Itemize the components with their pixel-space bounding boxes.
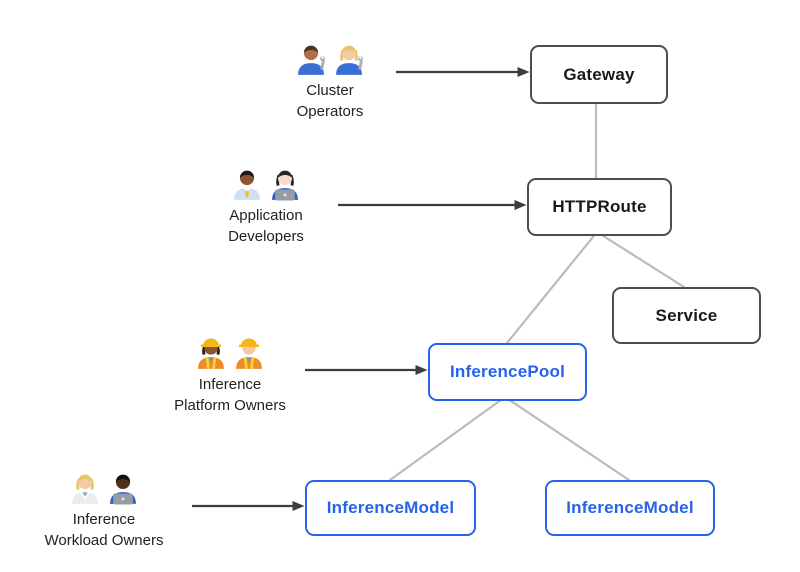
persona-label-line2: Workload Owners <box>44 532 164 549</box>
edge-httproute-inferencepool <box>505 230 599 345</box>
resource-box-inferencepool: InferencePool <box>428 343 587 401</box>
man-construction-worker-icon <box>236 338 262 369</box>
woman-mechanic-icon <box>336 45 363 75</box>
persona-label: Inference Platform Owners <box>174 374 286 416</box>
persona-label-line1: Inference <box>198 376 262 393</box>
persona-icons <box>293 40 367 76</box>
woman-scientist-icon <box>72 474 98 504</box>
resource-label-inferencemodel-left: InferenceModel <box>326 498 455 517</box>
resource-label-service: Service <box>655 305 718 325</box>
persona-label: Application Developers <box>228 205 304 247</box>
woman-technologist-icon <box>272 170 298 201</box>
persona-icons <box>67 469 141 505</box>
edge-inferencepool-inferencemodel-right <box>503 395 631 482</box>
actor-arrows <box>192 67 530 511</box>
resource-edges <box>388 98 686 482</box>
resource-label-gateway: Gateway <box>563 64 635 84</box>
persona-label-line1: Inference <box>72 511 136 528</box>
man-mechanic-icon <box>298 45 325 75</box>
resource-box-httproute: HTTPRoute <box>527 178 672 236</box>
persona-label-line2: Developers <box>228 228 304 245</box>
resource-label-inferencepool: InferencePool <box>449 362 566 381</box>
persona-inference-workload-owners: Inference Workload Owners <box>19 469 189 551</box>
persona-label-line2: Operators <box>296 103 364 120</box>
edge-inferencepool-inferencemodel-left <box>388 395 507 482</box>
resource-box-inferencemodel-left: InferenceModel <box>305 480 476 536</box>
persona-label-line1: Cluster <box>306 82 354 99</box>
resource-label-inferencemodel-right: InferenceModel <box>566 498 694 517</box>
woman-construction-worker-icon <box>198 338 224 369</box>
persona-label: Inference Workload Owners <box>45 509 164 551</box>
persona-icons <box>229 165 303 201</box>
edge-httproute-service <box>595 230 686 289</box>
persona-label: Cluster Operators <box>297 80 364 122</box>
persona-label-line2: Platform Owners <box>174 397 286 414</box>
persona-label-line1: Application <box>229 207 303 224</box>
persona-inference-platform-owners: Inference Platform Owners <box>145 334 315 416</box>
persona-application-developers: Application Developers <box>181 165 351 247</box>
man-technologist-icon <box>110 474 136 505</box>
persona-cluster-operators: Cluster Operators <box>245 40 415 122</box>
persona-icons <box>193 334 267 370</box>
resource-box-service: Service <box>612 287 761 344</box>
resource-box-gateway: Gateway <box>530 45 668 104</box>
man-office-worker-icon <box>234 170 260 200</box>
resource-box-inferencemodel-right: InferenceModel <box>545 480 715 536</box>
resource-label-httproute: HTTPRoute <box>552 197 647 216</box>
